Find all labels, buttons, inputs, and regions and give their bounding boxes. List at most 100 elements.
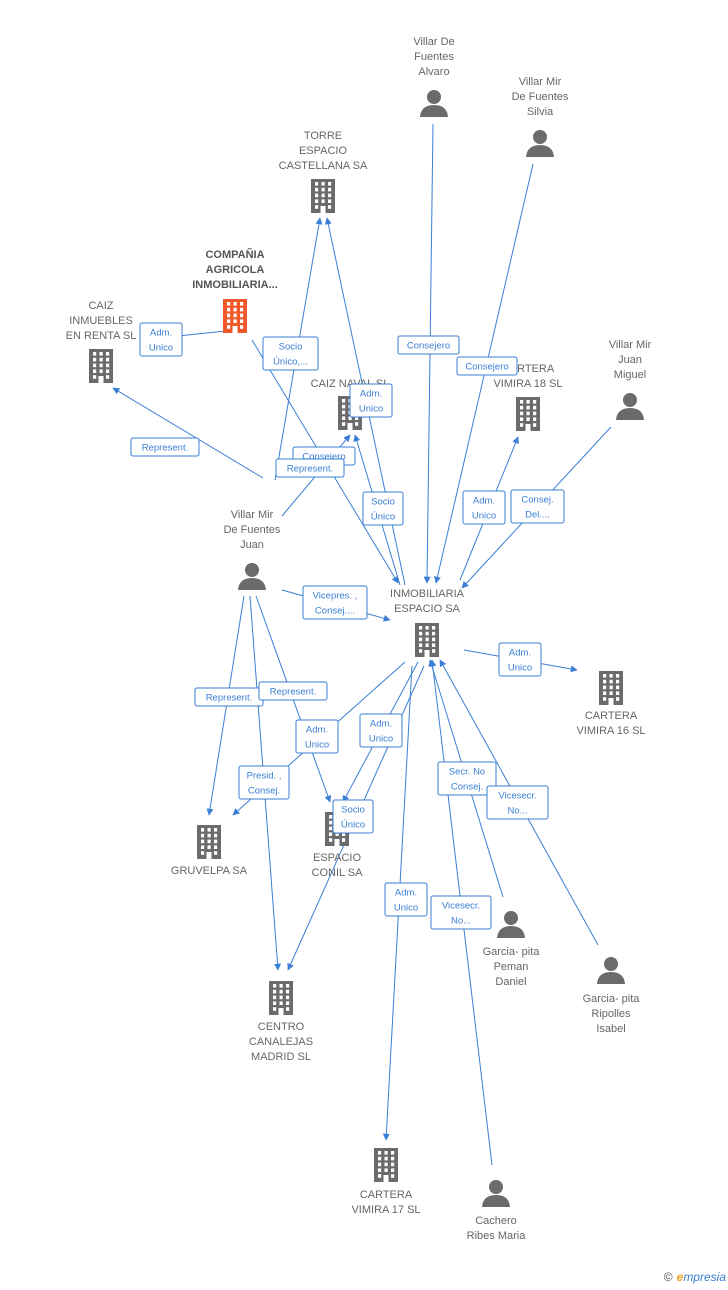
edge-label[interactable]: Adm.Unico — [139, 322, 183, 357]
node-label-line: CANALEJAS — [249, 1036, 313, 1048]
node-label-line: CONIL SA — [312, 867, 364, 879]
person-icon — [238, 563, 266, 590]
person-icon — [482, 1180, 510, 1207]
node-label-line: Isabel — [596, 1023, 625, 1035]
node-label-line: MADRID SL — [251, 1051, 311, 1063]
edge-label[interactable]: SocioÚnico,... — [262, 336, 319, 371]
building-icon — [197, 825, 221, 859]
brand-logo-text: mpresia — [683, 1270, 726, 1284]
edge-label[interactable]: Vicesecr.No... — [486, 785, 549, 820]
edge-label-text: Secr. No — [449, 767, 485, 778]
edge-label-text: Represent. — [142, 443, 188, 454]
node-label-line: ESPACIO SA — [394, 603, 460, 615]
node-label-line: Garcia- pita — [483, 946, 541, 958]
node-label-line: Juan — [240, 539, 264, 551]
edge-label-text: Consejero — [465, 362, 508, 373]
edge-label[interactable]: Represent. — [130, 437, 200, 457]
edge-label[interactable]: Adm.Unico — [349, 383, 393, 418]
edge-label-text: Adm. — [509, 648, 531, 659]
person-icon — [526, 130, 554, 157]
edge-label-text: Represent. — [206, 693, 252, 704]
edge-label-text: Socio — [371, 497, 395, 508]
person-icon — [420, 90, 448, 117]
edge-label[interactable]: Represent. — [194, 687, 264, 707]
edge-label[interactable]: Consejero — [456, 356, 518, 376]
edge-label[interactable]: Adm.Unico — [498, 642, 542, 677]
edge-label-text: Único,... — [273, 357, 308, 368]
person-icon — [497, 911, 525, 938]
building-icon — [415, 623, 439, 657]
edge-label[interactable]: Presid. , Consej. — [238, 765, 290, 800]
node-label-line: INMOBILIARIA — [390, 588, 465, 600]
empresia-brand[interactable]: ©empresia — [664, 1270, 726, 1284]
node-label-line: CASTELLANA SA — [279, 160, 368, 172]
edge-label-text: Socio — [341, 805, 365, 816]
node-label-line: VIMIRA 18 SL — [493, 378, 562, 390]
node-label-line: Silvia — [527, 106, 554, 118]
edge-label-text: No... — [451, 916, 471, 927]
node-label-line: Villar Mir — [519, 76, 562, 88]
edge-label[interactable]: Vicepres. , Consej.... — [302, 585, 368, 620]
edge-label[interactable]: Consejero — [397, 335, 460, 355]
node-label-line: De Fuentes — [224, 524, 281, 536]
person-icon — [616, 393, 644, 420]
node-label-line: Cachero — [475, 1215, 517, 1227]
edge-label[interactable]: Adm.Unico — [462, 490, 506, 525]
node-centro[interactable]: CENTRO CANALEJAS MADRID SL — [249, 981, 313, 1063]
node-label-line: COMPAÑIA — [205, 248, 264, 261]
node-label-line: AGRICOLA — [206, 264, 265, 276]
node-label-line: VIMIRA 16 SL — [576, 725, 645, 737]
edge-label[interactable]: Adm.Unico — [359, 713, 403, 748]
edge-label-text: Adm. — [306, 725, 328, 736]
edge-label-text: Del.... — [525, 510, 550, 521]
node-label-line: Fuentes — [414, 51, 454, 63]
edge-label-text: Consejero — [407, 341, 450, 352]
node-label-line: CENTRO — [258, 1021, 305, 1033]
edge-label[interactable]: Represent. — [258, 681, 328, 701]
edge-label[interactable]: Represent. — [275, 458, 345, 478]
edge-line — [112, 387, 264, 479]
edge-label[interactable]: Adm.Unico — [384, 882, 428, 917]
edge-label-text: Único — [341, 820, 365, 831]
edge-label-text: Vicepres. , — [313, 591, 358, 602]
edge-label-text: Consej. — [521, 495, 553, 506]
node-label-line: GRUVELPA SA — [171, 865, 248, 877]
edge-label-text: Consej. — [248, 786, 280, 797]
node-label-line: Peman — [494, 961, 529, 973]
edge-label[interactable]: Adm.Unico — [295, 719, 339, 754]
node-label-line: VIMIRA 17 SL — [351, 1204, 420, 1216]
building-icon — [223, 299, 247, 333]
edge-label-text: Adm. — [150, 328, 172, 339]
node-label-line: Villar Mir — [609, 339, 652, 351]
node-label-line: ESPACIO — [313, 852, 362, 864]
node-inmobiliaria[interactable]: INMOBILIARIA ESPACIO SA — [390, 588, 465, 657]
edge-label-text: Unico — [472, 511, 496, 522]
edge-label-text: Consej.... — [315, 606, 355, 617]
edge-label-text: Presid. , — [247, 771, 282, 782]
building-icon — [599, 671, 623, 705]
node-compania[interactable]: COMPAÑIAAGRICOLAINMOBILIARIA... — [192, 248, 278, 333]
node-gruvelpa[interactable]: GRUVELPA SA — [171, 825, 248, 877]
person-icon — [597, 957, 625, 984]
edge-label[interactable]: Vicesecr.No... — [430, 895, 492, 930]
node-label-line: INMUEBLES — [69, 315, 133, 327]
edge-label[interactable]: Consej. Del.... — [510, 489, 565, 524]
